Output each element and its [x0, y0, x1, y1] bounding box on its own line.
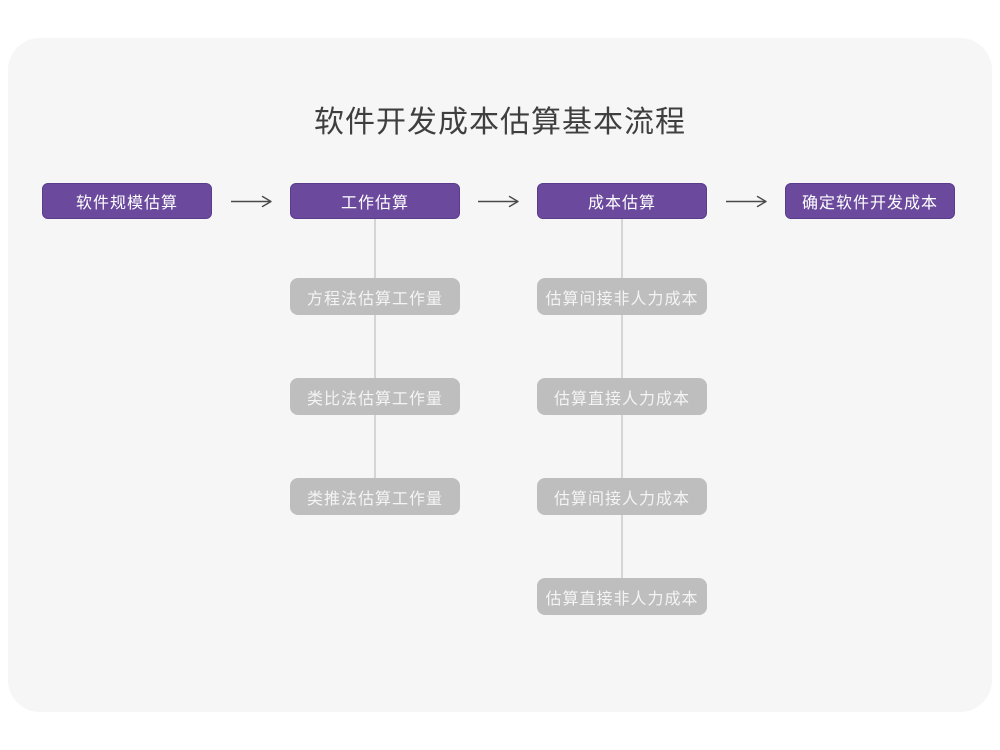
sub-node-direct-labor-cost: 估算直接人力成本 — [537, 378, 707, 415]
sub-node-extrapolation-method: 类推法估算工作量 — [290, 478, 460, 515]
diagram-card — [8, 38, 992, 712]
connector-line-work-estimation — [374, 219, 376, 497]
flow-arrow-icon — [726, 195, 767, 208]
flow-node-cost-estimation: 成本估算 — [537, 183, 707, 219]
flow-node-determine-development-cost: 确定软件开发成本 — [785, 183, 955, 219]
flow-arrow-icon — [478, 195, 519, 208]
sub-node-analogy-method: 类比法估算工作量 — [290, 378, 460, 415]
sub-node-equation-method: 方程法估算工作量 — [290, 278, 460, 315]
sub-node-indirect-nonlabor-cost: 估算间接非人力成本 — [537, 278, 707, 315]
flow-node-software-scale-estimation: 软件规模估算 — [42, 183, 212, 219]
flow-arrow-icon — [231, 195, 272, 208]
sub-node-indirect-labor-cost: 估算间接人力成本 — [537, 478, 707, 515]
flow-node-work-estimation: 工作估算 — [290, 183, 460, 219]
diagram-title: 软件开发成本估算基本流程 — [314, 106, 686, 139]
sub-node-direct-nonlabor-cost: 估算直接非人力成本 — [537, 578, 707, 615]
